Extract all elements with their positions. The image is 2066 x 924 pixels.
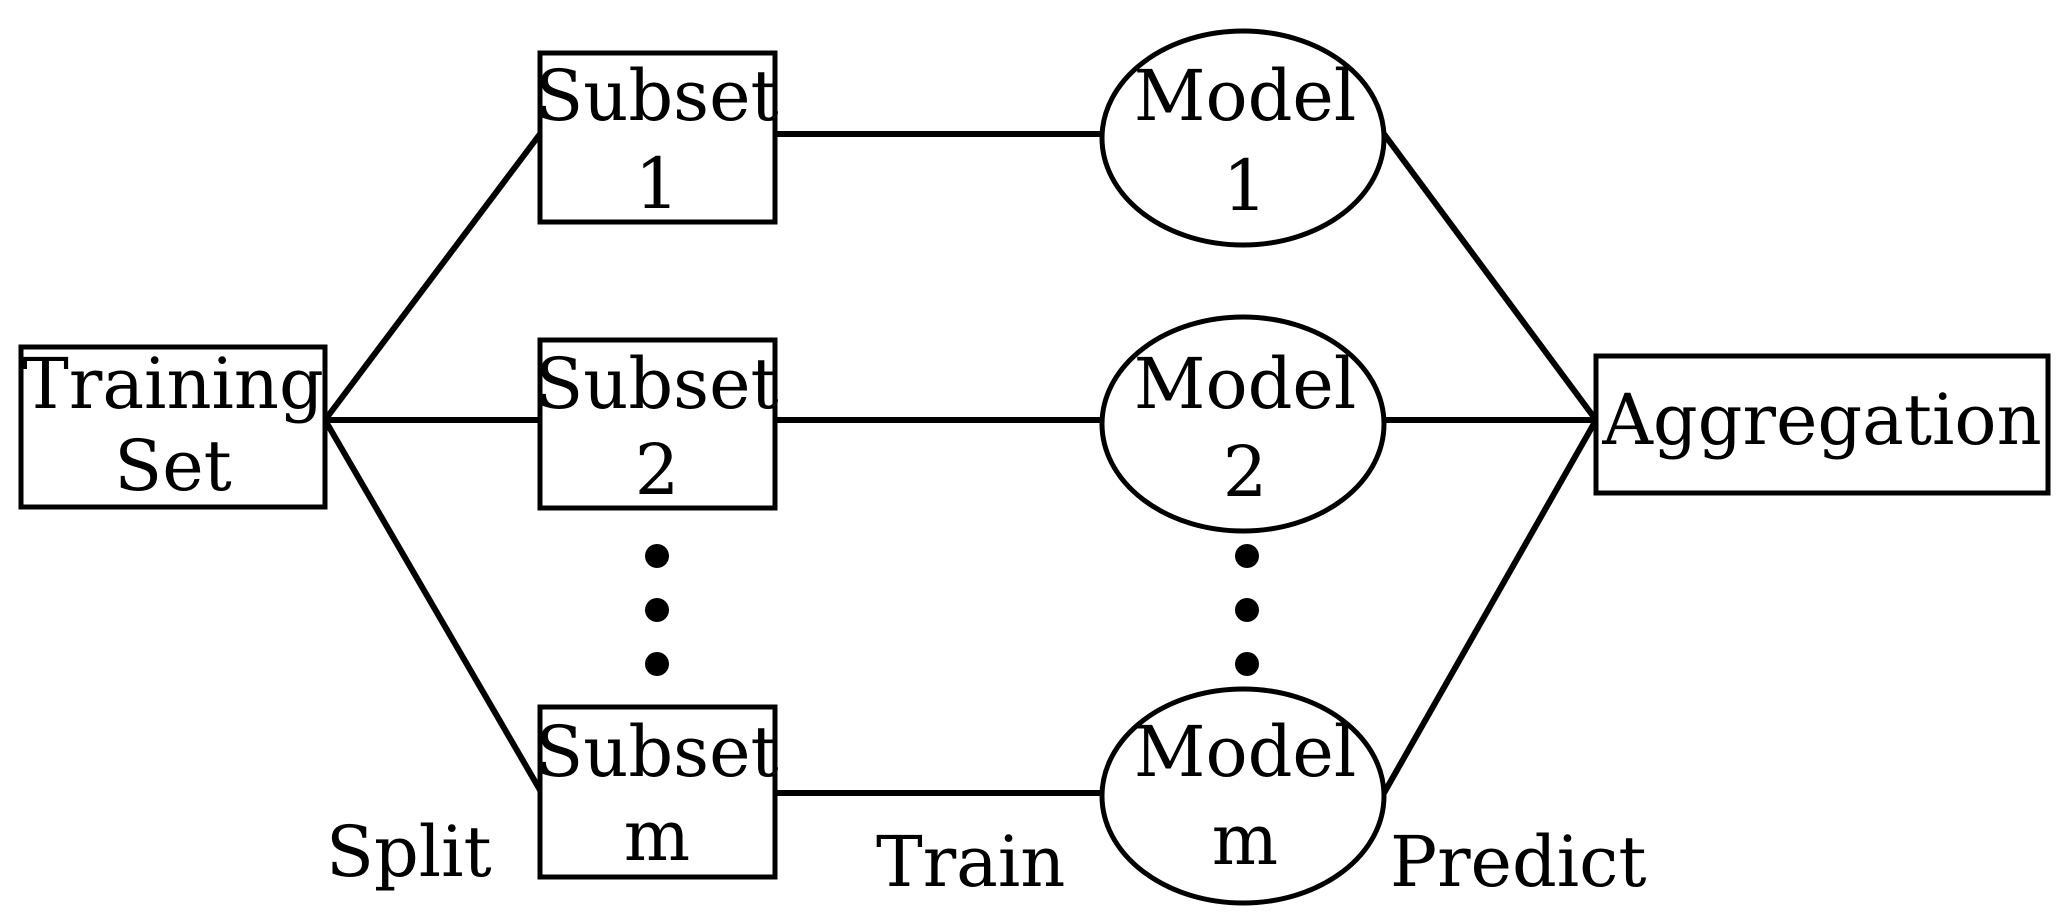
edge-model-1-aggregation [1381,132,1599,422]
subset-m-node: Subset m [535,704,779,880]
subset-2-label-line1: Subset [535,343,778,425]
subset-m-label-line1: Subset [535,711,778,793]
edge-training-subset-1 [322,132,543,422]
aggregation-node: Aggregation [1593,353,2051,496]
model-1-label-line1: Model [1134,55,1356,137]
stage-label-split: Split [326,811,492,893]
training-set-box [18,344,328,510]
model-1-ellipse [1099,28,1387,248]
ellipsis-dot [645,544,669,568]
ellipsis-dot [1235,544,1259,568]
model-m-label-line1: Model [1134,711,1356,793]
ellipsis-dot [1235,598,1259,622]
subset-2-node: Subset 2 [535,337,779,511]
model-2-ellipse [1099,314,1387,534]
model-2-label-line2: 2 [1223,431,1268,513]
subset-1-box [537,50,778,225]
subset-1-label-line1: Subset [535,55,778,137]
edge-model-m-aggregation [1381,418,1599,795]
edge-training-subset-m [322,418,543,792]
aggregation-label: Aggregation [1601,379,2041,461]
subset-m-label-line2: m [624,795,690,877]
stage-label-train: Train [876,821,1065,903]
training-set-node: Training Set [18,343,328,510]
training-set-label-line1: Training [22,343,324,425]
subset-m-box [537,704,778,880]
subset-1-node: Subset 1 [535,50,779,225]
aggregation-box [1593,353,2051,496]
subset-2-box [537,337,778,511]
ellipsis-dot [1235,652,1259,676]
models-ellipsis [1235,544,1259,676]
subsets-ellipsis [645,544,669,676]
model-m-node: Model m [1099,686,1387,906]
model-2-label-line1: Model [1134,343,1356,425]
model-1-label-line2: 1 [1223,145,1268,227]
ellipsis-dot [645,598,669,622]
training-set-label-line2: Set [114,425,232,507]
model-m-label-line2: m [1212,799,1278,881]
subset-2-label-line2: 2 [635,429,680,511]
model-1-node: Model 1 [1099,28,1387,248]
model-m-ellipse [1099,686,1387,906]
stage-label-predict: Predict [1390,821,1647,903]
subset-1-label-line2: 1 [635,143,680,225]
model-2-node: Model 2 [1099,314,1387,534]
ellipsis-dot [645,652,669,676]
